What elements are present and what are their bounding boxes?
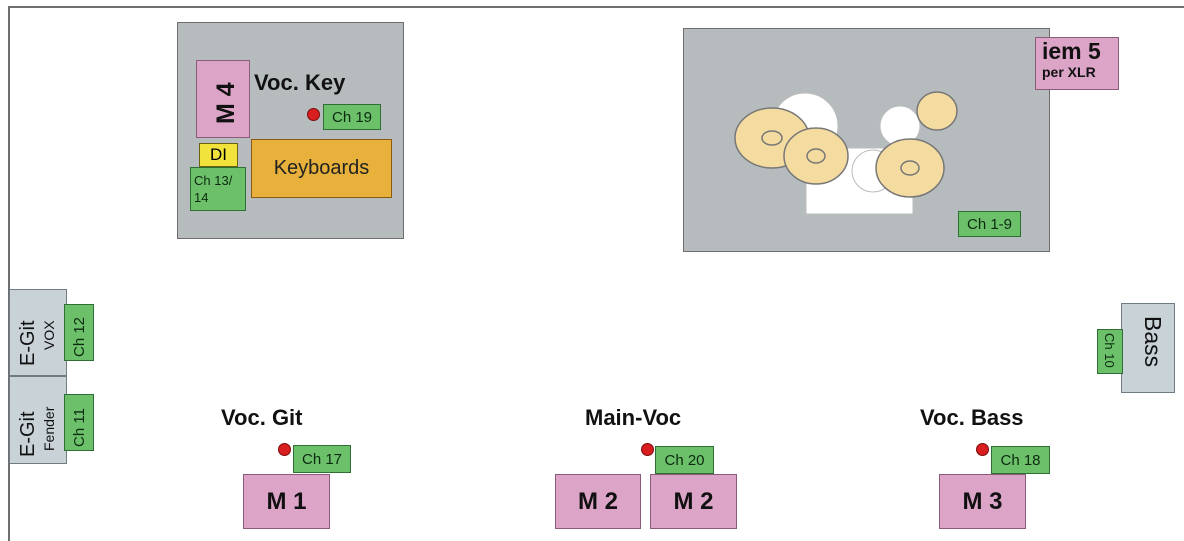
amp-vox-name: E-Git xyxy=(17,320,39,366)
di-box: DI xyxy=(199,143,238,167)
channel-17: Ch 17 xyxy=(293,445,351,473)
amp-fender-sub: Fender xyxy=(41,406,57,451)
channel-1-9: Ch 1-9 xyxy=(958,211,1021,237)
drum-kit xyxy=(734,91,958,215)
mic-voc-bass xyxy=(976,443,989,456)
mic-voc-git xyxy=(278,443,291,456)
stage-edge-top xyxy=(8,6,1184,8)
stage-edge-left xyxy=(8,6,10,541)
cymbal-left-bell xyxy=(761,130,783,146)
channel-10-label: Ch 10 xyxy=(1102,333,1117,368)
channel-12: Ch 12 xyxy=(64,304,94,361)
monitor-m4-label: M 4 xyxy=(212,82,240,124)
voc-key-label: Voc. Key xyxy=(254,70,346,95)
iem-5-box: iem 5 per XLR xyxy=(1035,37,1119,90)
amp-vox-sub: VOX xyxy=(41,320,57,350)
channel-10: Ch 10 xyxy=(1097,329,1123,374)
channel-12-label: Ch 12 xyxy=(71,316,88,357)
cymbal-right xyxy=(875,138,945,198)
amp-bass: Bass xyxy=(1121,303,1175,393)
main-voc-label: Main-Voc xyxy=(585,405,682,430)
channel-20: Ch 20 xyxy=(655,446,714,474)
channel-18: Ch 18 xyxy=(991,446,1050,474)
monitor-m4: M 4 xyxy=(196,60,250,138)
channel-13-14: Ch 13/ 14 xyxy=(190,167,246,211)
mic-voc-key xyxy=(307,108,320,121)
mic-main-voc xyxy=(641,443,654,456)
keyboards-instrument: Keyboards xyxy=(251,139,392,198)
voc-git-label: Voc. Git xyxy=(221,405,303,430)
amp-fender: E-Git Fender xyxy=(9,376,67,464)
monitor-m2-left: M 2 xyxy=(555,474,641,529)
monitor-m2-right: M 2 xyxy=(650,474,737,529)
cymbal-center-bell xyxy=(806,148,826,164)
cymbal-hihat xyxy=(916,91,958,131)
iem-5-title: iem 5 xyxy=(1042,38,1101,64)
iem-5-subtitle: per XLR xyxy=(1042,64,1096,80)
cymbal-center xyxy=(783,127,849,185)
monitor-m3: M 3 xyxy=(939,474,1026,529)
channel-11-label: Ch 11 xyxy=(71,408,88,447)
amp-bass-name: Bass xyxy=(1140,316,1166,368)
cymbal-right-bell xyxy=(900,160,920,176)
voc-bass-label: Voc. Bass xyxy=(920,405,1024,430)
channel-19: Ch 19 xyxy=(323,104,381,130)
channel-11: Ch 11 xyxy=(64,394,94,451)
amp-vox: E-Git VOX xyxy=(9,289,67,376)
monitor-m1: M 1 xyxy=(243,474,330,529)
amp-fender-name: E-Git xyxy=(17,411,39,457)
